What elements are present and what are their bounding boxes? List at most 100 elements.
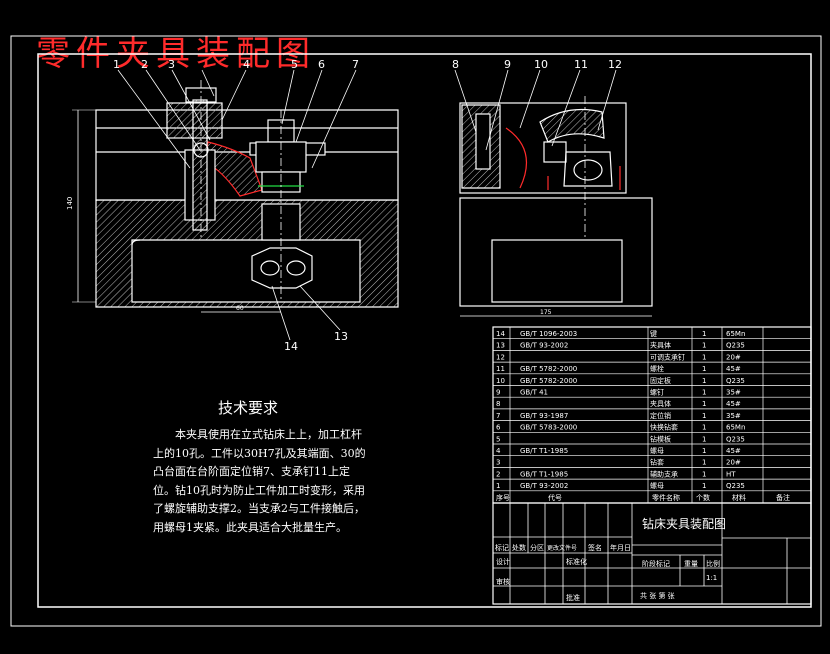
bom-cell-name: 夹具体 [650, 341, 671, 350]
bom-cell-name: 夹具体 [650, 399, 671, 408]
balloon-2: 2 [141, 58, 148, 71]
bom-cell-mat: 20# [726, 353, 741, 361]
bom-cell-name: 可调支承钉 [650, 352, 685, 361]
bom-cell-qty: 1 [702, 424, 706, 432]
side-base [459, 197, 653, 307]
bom-cell-no: 2 [496, 470, 500, 478]
bom-cell-name: 螺母 [650, 446, 664, 455]
tb-review: 审核 [496, 577, 510, 586]
bom-cell-name: 螺钉 [650, 388, 664, 397]
titleblock-name: 钻床夹具装配图 [642, 516, 726, 531]
rev-label-6: 年月日 [610, 543, 631, 552]
balloon-13: 13 [334, 330, 348, 343]
tech-requirements-body: 本夹具使用在立式钻床上上，加工杠杆上的10孔。工件以30H7孔及其端面、30的凸… [153, 428, 366, 534]
bom-cell-mat: Q235 [726, 377, 745, 385]
bom-cell-code: GB/T T1-1985 [520, 470, 568, 478]
bom-cell-mat: 65Mn [726, 424, 745, 432]
tb-approve: 批准 [566, 593, 580, 602]
bom-cell-no: 8 [496, 400, 500, 408]
bom-cell-no: 5 [496, 435, 500, 443]
dim-width-side: 175 [540, 309, 552, 316]
bom-cell-mat: 65Mn [726, 330, 745, 338]
bom-cell-qty: 1 [702, 365, 706, 373]
bom-cell-code: GB/T 41 [520, 389, 548, 397]
bom-header-code: 代号 [548, 493, 562, 502]
bom-cell-no: 12 [496, 353, 505, 361]
bom-cell-no: 14 [496, 330, 505, 338]
front-view [72, 80, 399, 313]
bom-cell-name: 快换钻套 [650, 423, 678, 432]
tb-stage: 阶段标记 [642, 559, 670, 568]
bom-cell-mat: 45# [726, 447, 741, 455]
bom-cell-mat: 35# [726, 412, 741, 420]
balloon-5: 5 [291, 58, 298, 71]
balloon-9: 9 [504, 58, 511, 71]
bom-cell-qty: 1 [702, 447, 706, 455]
balloon-1: 1 [113, 58, 120, 71]
bom-cell-qty: 1 [702, 353, 706, 361]
bom-cell-code: GB/T 5783-2000 [520, 424, 577, 432]
balloon-12: 12 [608, 58, 622, 71]
tb-weight: 重量 [684, 560, 698, 568]
bom-cell-code: GB/T 93-2002 [520, 342, 568, 350]
rev-label-3: 分区 [530, 543, 544, 552]
balloon-7: 7 [352, 58, 359, 71]
bom-cell-code: GB/T 93-2002 [520, 482, 568, 490]
bom-cell-qty: 1 [702, 377, 706, 385]
balloon-10: 10 [534, 58, 548, 71]
tb-scale: 比例 [706, 559, 720, 568]
bom-cell-qty: 1 [702, 330, 706, 338]
rev-label-1: 标记 [495, 543, 509, 552]
tb-scale-value: 1:1 [706, 574, 717, 582]
rev-label-4: 更改文件号 [547, 544, 577, 552]
bom-cell-no: 13 [496, 342, 505, 350]
balloon-4: 4 [243, 58, 250, 71]
bom-header-note: 备注 [776, 493, 790, 502]
bom-cell-code: GB/T 1096-2003 [520, 330, 577, 338]
bom-cell-qty: 1 [702, 342, 706, 350]
bom-cell-no: 10 [496, 377, 505, 385]
bom-cell-mat: 45# [726, 365, 741, 373]
bom-cell-name: 螺母 [650, 481, 664, 490]
tb-sheets: 共 张 第 张 [640, 591, 675, 600]
bom-header-name: 零件名称 [652, 493, 680, 502]
bom-cell-qty: 1 [702, 400, 706, 408]
bom-cell-name: 辅助支承 [650, 469, 678, 478]
outer-frame [10, 35, 822, 627]
balloon-3: 3 [168, 58, 175, 71]
balloon-11: 11 [574, 58, 588, 71]
rev-label-2: 处数 [512, 543, 526, 552]
bom-cell-no: 9 [496, 389, 500, 397]
bom-cell-name: 钻套 [650, 458, 664, 467]
bom-cell-code: GB/T T1-1985 [520, 447, 568, 455]
bom-cell-qty: 1 [702, 459, 706, 467]
bom-header-qty: 个数 [696, 493, 710, 502]
balloon-labels: 1 2 3 4 5 6 7 8 9 10 11 12 13 14 [113, 58, 622, 353]
bom-cell-mat: 45# [726, 400, 741, 408]
rev-label-5: 签名 [588, 543, 602, 552]
tb-standard: 标准化 [566, 557, 587, 566]
bom-cell-mat: 35# [726, 389, 741, 397]
bom-cell-name: 定位销 [650, 411, 671, 420]
bom-cell-qty: 1 [702, 470, 706, 478]
title-block [492, 502, 812, 605]
side-view [459, 96, 653, 317]
bom-cell-no: 11 [496, 365, 505, 373]
bom-cell-code: GB/T 5782-2000 [520, 377, 577, 385]
bom-header-no: 序号 [496, 493, 510, 502]
bom-cell-qty: 1 [702, 389, 706, 397]
bom-header-mat: 材料 [732, 493, 746, 502]
bom-cell-name: 钻模板 [650, 434, 671, 443]
bom-cell-name: 键 [650, 329, 657, 338]
tb-design: 设计 [496, 557, 510, 566]
bom-cell-mat: Q235 [726, 342, 745, 350]
bom-cell-qty: 1 [702, 435, 706, 443]
bom-cell-qty: 1 [702, 482, 706, 490]
bom-cell-code: GB/T 5782-2000 [520, 365, 577, 373]
bom-cell-mat: Q235 [726, 435, 745, 443]
balloon-8: 8 [452, 58, 459, 71]
tech-requirements-heading: 技术要求 [218, 399, 279, 417]
balloon-leaders [117, 69, 617, 341]
